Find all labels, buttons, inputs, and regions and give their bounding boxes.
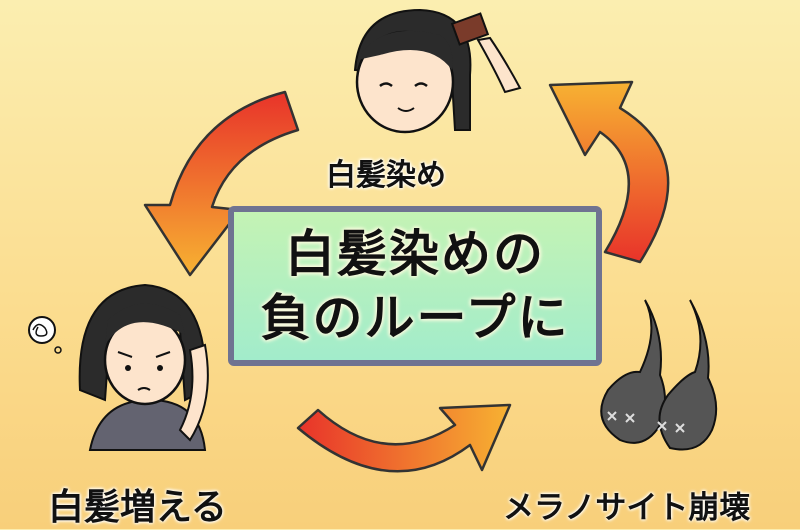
stage-label-hair-dye: 白髪染め [326, 158, 446, 193]
title-line-1: 白髪染めの [285, 225, 545, 283]
character-worried [28, 283, 209, 451]
arrow-up-right [548, 80, 670, 264]
stage-label-gray-hair-increase: 白髪増える [48, 487, 227, 528]
arrow-right-bottom [296, 403, 512, 473]
arrow-down-left [143, 90, 300, 277]
character-dyeing-hair [353, 8, 522, 134]
center-title-box: 白髪染めの 負のループに [228, 206, 602, 366]
stage-label-melanocyte-collapse: メラノサイト崩壊 [503, 490, 751, 526]
melanocyte-cells [600, 299, 718, 451]
title-line-2: 負のループに [260, 289, 570, 347]
